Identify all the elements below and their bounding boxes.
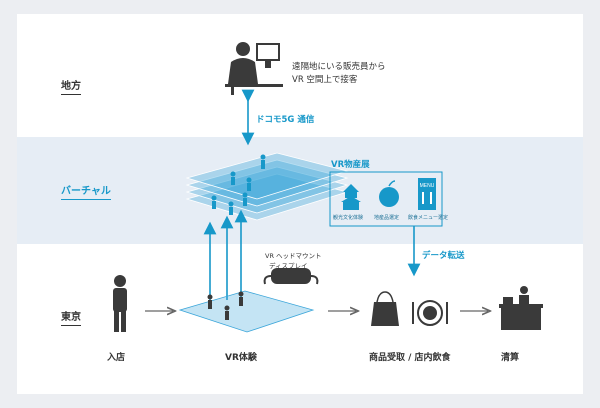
virtual-avatars [211, 154, 266, 215]
vr-expo-frame [329, 171, 443, 227]
hmd-caption-line1: VR ヘッドマウント [265, 252, 322, 260]
step-label-vr: VR体験 [225, 353, 257, 363]
customer-icon [113, 275, 127, 332]
expo-card-label-local-products: 地産品選定 [374, 215, 400, 221]
step-label-pickup: 商品受取 / 店内飲食 [369, 353, 451, 363]
diagram-canvas: MENU [17, 14, 583, 394]
apple-icon [379, 180, 399, 207]
vr-headset-icon [263, 268, 319, 285]
salesperson-icon [225, 42, 283, 95]
diagram-graphics: MENU [113, 42, 543, 333]
vr-floor-people [207, 291, 244, 320]
menu-badge-text: MENU [420, 183, 435, 189]
row-label-region: 地方 [61, 77, 81, 95]
hmd-caption-line2: ディスプレイ [269, 262, 308, 270]
docomo-5g-label: ドコモ5G 通信 [256, 115, 315, 125]
step-label-entry: 入店 [107, 353, 126, 363]
virtual-space-layers [185, 152, 349, 221]
row-label-tokyo: 東京 [61, 308, 81, 326]
expo-card-label-culture: 観光文化体験 [333, 215, 364, 221]
virtual-band [17, 137, 583, 244]
vr-expo-title: VR物産展 [331, 160, 370, 170]
data-transfer-label: データ転送 [422, 251, 465, 261]
checkout-counter-icon [499, 286, 543, 330]
row-label-virtual: バーチャル [61, 182, 111, 200]
vr-floor-icon [178, 290, 315, 333]
vr-upload-arrows [203, 209, 248, 300]
staff-caption-line1: 遠隔地にいる販売員から [292, 62, 386, 72]
bag-and-dish-icon [371, 291, 448, 326]
menu-icon: MENU [418, 178, 436, 210]
staff-caption-line2: VR 空間上で接客 [292, 75, 358, 85]
expo-card-label-menu: 飲食メニュー選定 [408, 215, 449, 221]
step-label-checkout: 清算 [501, 353, 520, 363]
castle-icon [341, 184, 361, 210]
